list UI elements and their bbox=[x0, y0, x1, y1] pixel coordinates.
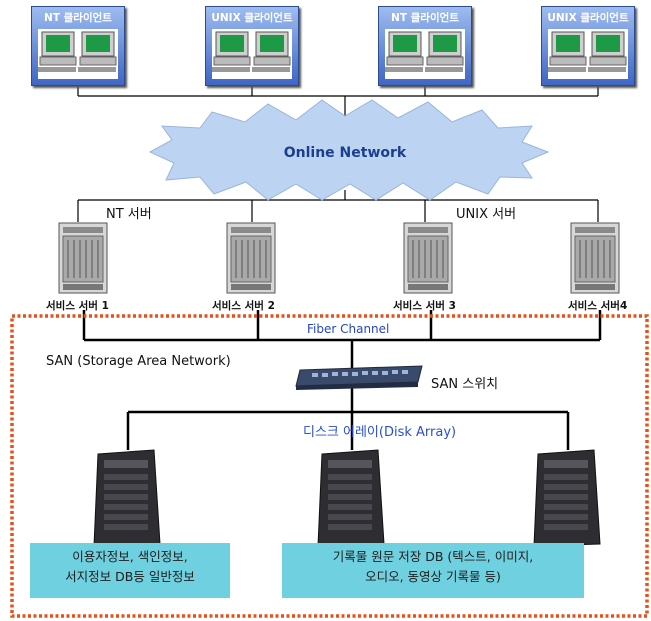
server-label-4: 서비스 서버4 bbox=[568, 300, 628, 312]
fiber-channel-label: Fiber Channel bbox=[307, 322, 390, 336]
general-info-line-1: 이용자정보, 색인정보, bbox=[72, 549, 188, 564]
records-info-box: 기록물 원문 저장 DB (텍스트, 이미지, 오디오, 동영상 기록물 등) bbox=[282, 543, 584, 598]
pc-icon bbox=[548, 31, 627, 72]
storage-tower-icon bbox=[317, 449, 385, 547]
records-info-line-1: 기록물 원문 저장 DB (텍스트, 이미지, bbox=[332, 549, 534, 564]
san-switch-icon bbox=[295, 365, 423, 390]
server-label-3: 서비스 서버 3 bbox=[393, 300, 456, 312]
client-box-3: NT 클라이언트 bbox=[378, 6, 472, 86]
general-info-box: 이용자정보, 색인정보, 서지정보 DB등 일반정보 bbox=[30, 543, 230, 598]
server-label-1: 서비스 서버 1 bbox=[46, 300, 109, 312]
records-info-line-2: 오디오, 동영상 기록물 등) bbox=[365, 569, 501, 584]
san-switch-label: SAN 스위치 bbox=[431, 377, 499, 392]
server-icon bbox=[570, 222, 620, 294]
server-label-2: 서비스 서버 2 bbox=[212, 300, 275, 312]
storage-tower-icon bbox=[93, 449, 161, 547]
unix-server-group-label: UNIX 서버 bbox=[456, 207, 517, 222]
pc-icon bbox=[38, 31, 117, 72]
client-box-2: UNIX 클라이언트 bbox=[205, 6, 299, 86]
client-box-4: UNIX 클라이언트 bbox=[541, 6, 635, 86]
client-box-1: NT 클라이언트 bbox=[31, 6, 125, 86]
client-label: UNIX 클라이언트 bbox=[547, 12, 629, 24]
client-label: NT 클라이언트 bbox=[44, 12, 112, 24]
client-label: NT 클라이언트 bbox=[391, 12, 459, 24]
server-icon bbox=[403, 222, 453, 294]
nt-server-group-label: NT 서버 bbox=[106, 207, 152, 222]
storage-tower-icon bbox=[533, 449, 601, 547]
network-label: Online Network bbox=[283, 145, 407, 161]
san-label: SAN (Storage Area Network) bbox=[46, 354, 231, 369]
server-icon bbox=[58, 222, 108, 294]
general-info-line-2: 서지정보 DB등 일반정보 bbox=[65, 569, 195, 584]
pc-icon bbox=[385, 31, 464, 72]
pc-icon bbox=[212, 31, 291, 72]
client-label: UNIX 클라이언트 bbox=[211, 12, 293, 24]
server-icon bbox=[226, 222, 276, 294]
disk-array-label: 디스크 어레이(Disk Array) bbox=[303, 425, 457, 440]
